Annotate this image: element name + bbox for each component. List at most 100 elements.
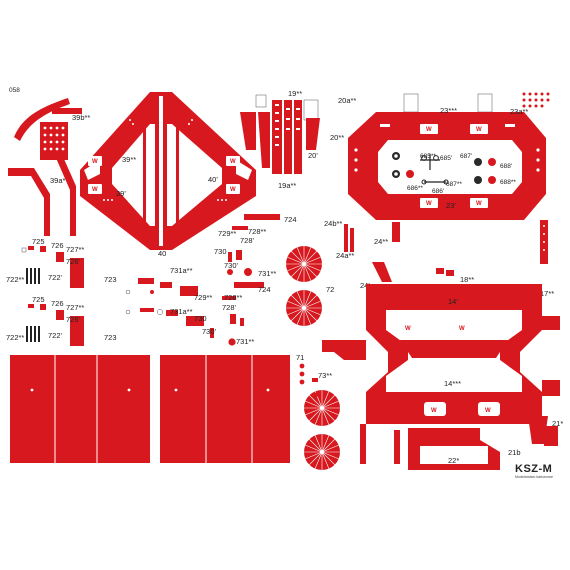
label-20: 20** xyxy=(330,133,344,142)
label-20a: 20a** xyxy=(338,96,356,105)
label-23-prime: 23' xyxy=(446,201,456,210)
label-71: 71 xyxy=(296,353,304,362)
label-688: 688** xyxy=(500,179,516,186)
label-726: 726 xyxy=(51,241,64,250)
w-mark: W xyxy=(92,159,98,165)
part-group-725-723 xyxy=(21,246,84,288)
w-mark: W xyxy=(485,408,491,414)
logo-text: KSZ-M xyxy=(515,463,552,475)
label-19a: 19a** xyxy=(278,181,296,190)
label-40: 40 xyxy=(158,249,166,258)
label-728: 728** xyxy=(248,227,266,236)
label-19: 19** xyxy=(288,89,302,98)
label-72: 72 xyxy=(326,285,334,294)
label-730: 730 xyxy=(214,247,227,256)
label-39: 39** xyxy=(122,155,136,164)
label-685: 685** xyxy=(420,153,436,160)
w-mark: W xyxy=(426,127,432,133)
label-730-prime: 730' xyxy=(202,327,217,336)
label-724: 724 xyxy=(258,285,271,294)
label-725: 725 xyxy=(32,295,45,304)
rosette-72-bottom xyxy=(286,290,322,326)
label-724: 724 xyxy=(284,215,297,224)
label-726: 726 xyxy=(51,299,64,308)
part-21 xyxy=(528,416,558,446)
publisher-logo: KSZ-M Modelarstwo kartonowe xyxy=(515,463,553,479)
part-39b-dots xyxy=(40,122,68,160)
label-731: 731** xyxy=(236,337,254,346)
label-730: 730 xyxy=(194,314,207,323)
gauge-cluster xyxy=(392,152,496,185)
label-22: 22* xyxy=(448,456,459,465)
part-24 xyxy=(344,220,548,282)
part-23-frame: W W W W xyxy=(348,93,546,220)
logo-subtitle: Modelarstwo kartonowe xyxy=(515,475,553,479)
label-688-prime: 688' xyxy=(500,163,512,170)
part-23a-dots xyxy=(522,92,550,108)
w-mark: W xyxy=(431,408,437,414)
label-39-prime: 39' xyxy=(116,189,126,198)
w-mark: W xyxy=(230,159,236,165)
label-729: 729** xyxy=(194,293,212,302)
w-mark: W xyxy=(476,201,482,207)
label-24: 24** xyxy=(374,237,388,246)
label-687: 687** xyxy=(446,181,462,188)
label-728-prime: 728' xyxy=(222,303,237,312)
label-39a: 39a* xyxy=(50,176,66,185)
rosette-72-top xyxy=(286,246,322,282)
label-14: 14*** xyxy=(444,379,461,388)
label-722: 722** xyxy=(6,333,24,342)
w-mark: W xyxy=(476,127,482,133)
label-731: 731** xyxy=(258,269,276,278)
label-686: 686** xyxy=(407,185,423,192)
part-group-725-723-b xyxy=(26,304,84,346)
part-19-20-strips xyxy=(240,94,320,174)
label-728-prime: 728' xyxy=(240,236,255,245)
label-722-prime: 722' xyxy=(48,331,63,340)
label-17: 17** xyxy=(540,289,554,298)
label-722-prime: 722' xyxy=(48,273,63,282)
label-729: 729** xyxy=(218,229,236,238)
label-20-prime: 20' xyxy=(308,151,318,160)
label-21b: 21b xyxy=(508,448,521,457)
w-mark: W xyxy=(92,187,98,193)
label-723: 723 xyxy=(104,333,117,342)
label-687-prime: 687' xyxy=(460,153,472,160)
label-23a: 23a** xyxy=(510,107,528,116)
panel-set-left xyxy=(10,353,150,463)
w-mark: W xyxy=(426,201,432,207)
label-73: 73** xyxy=(318,371,332,380)
label-24b: 24b** xyxy=(324,219,342,228)
label-40-prime: 40' xyxy=(208,175,218,184)
part-39-40-frame: W W W W xyxy=(80,92,256,250)
label-685-prime: 685' xyxy=(440,155,452,162)
label-726-prime: 726' xyxy=(66,315,81,324)
label-18: 18** xyxy=(460,275,474,284)
part-39a-strip xyxy=(8,98,82,236)
label-23: 23*** xyxy=(440,106,457,115)
w-mark: W xyxy=(405,326,411,332)
part-group-724-731 xyxy=(125,214,280,346)
label-731a: 731a** xyxy=(170,266,193,275)
rosette-71-bottom xyxy=(304,434,340,470)
part-71-73-small xyxy=(299,340,342,397)
panel-set-right xyxy=(160,353,290,463)
label-726-prime: 726' xyxy=(66,257,81,266)
label-39b: 39b** xyxy=(72,113,90,122)
page-number: 058 xyxy=(9,87,20,94)
label-731a: 731a** xyxy=(170,307,193,316)
w-mark: W xyxy=(230,187,236,193)
label-14-prime: 14' xyxy=(448,297,458,306)
label-723: 723 xyxy=(104,275,117,284)
w-mark: W xyxy=(459,326,465,332)
label-727: 727** xyxy=(66,303,84,312)
label-24a: 24a** xyxy=(336,251,354,260)
label-21: 21* xyxy=(552,419,563,428)
rosette-71-top xyxy=(304,390,340,426)
label-722: 722** xyxy=(6,275,24,284)
label-725: 725 xyxy=(32,237,45,246)
part-14-base: W W W W xyxy=(322,284,560,424)
part-18 xyxy=(436,268,454,276)
label-24-prime: 24' xyxy=(360,281,370,290)
part-22 xyxy=(360,424,500,470)
